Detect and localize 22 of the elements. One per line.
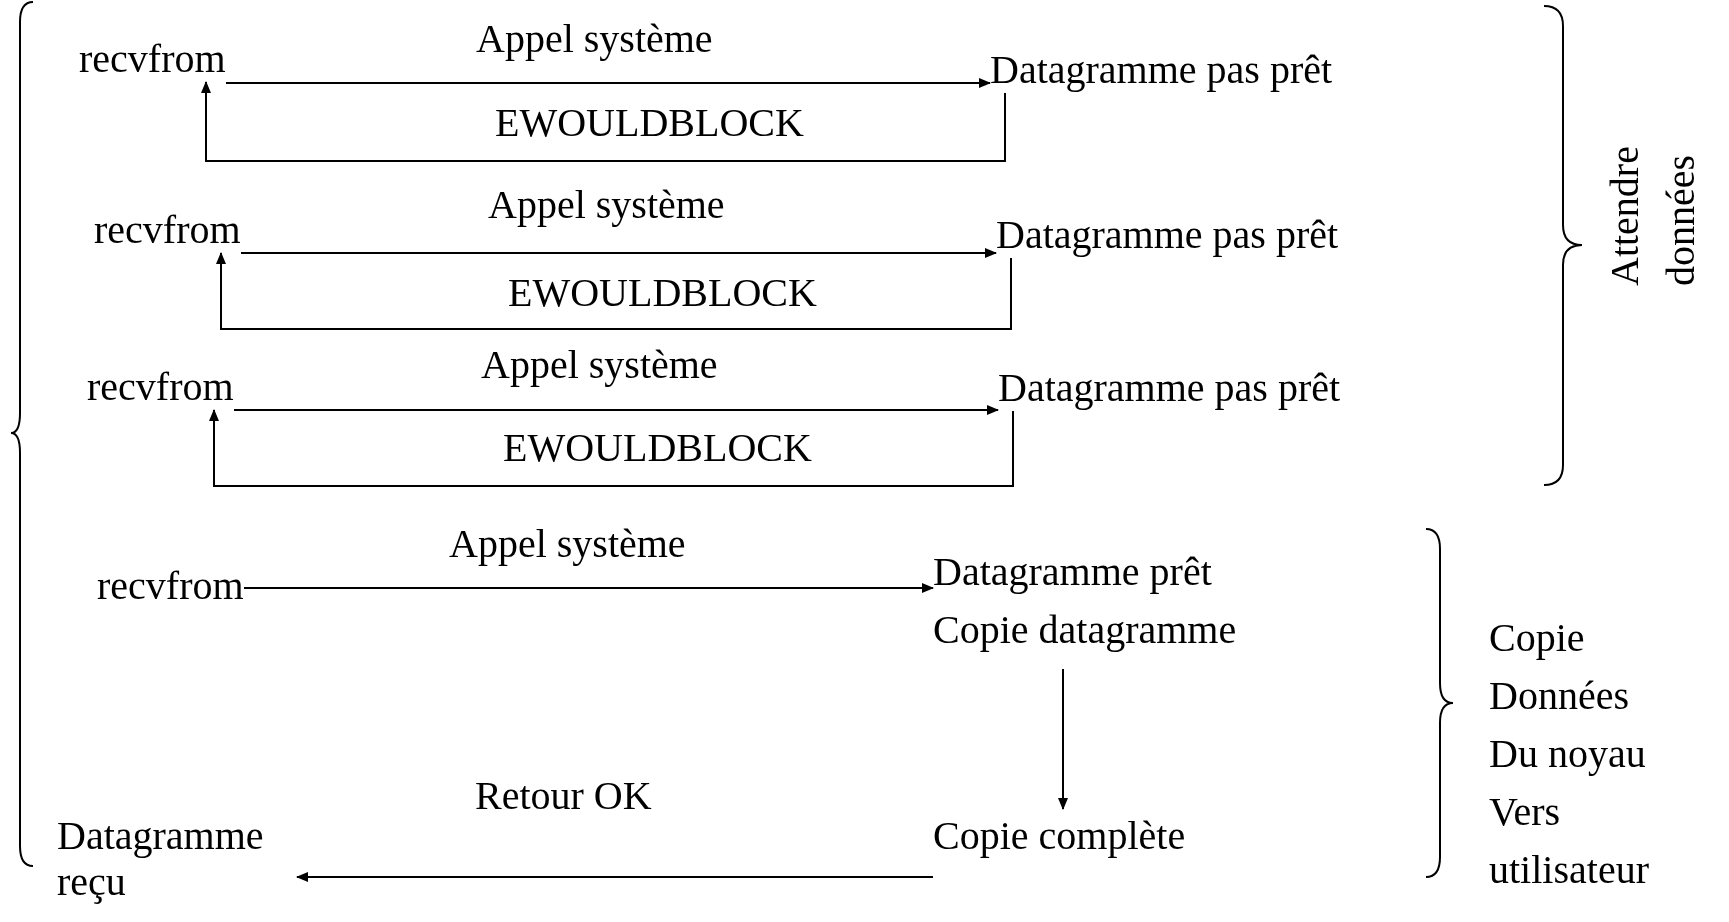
node-text: Datagramme reçu [57,813,297,905]
node-text: recvfrom [79,36,226,82]
node-text: recvfrom [97,563,244,609]
annotation-text: Attendre données [1601,145,1704,286]
arrow [225,78,991,88]
arrow [296,872,934,882]
annotation-text: Copie Données Du noyau Vers utilisateur [1489,614,1650,894]
arrow [1058,668,1068,810]
arrow [233,405,999,415]
node-text: Datagramme pas prêt [998,365,1341,411]
arrow [201,81,1006,162]
node-text: recvfrom [94,207,241,253]
node-text: Datagramme pas prêt [996,212,1339,258]
arrow [209,409,1014,487]
arrow [216,252,1012,330]
node-text: Datagramme pas prêt [990,47,1333,93]
node-text: Datagramme prêt [933,548,1213,596]
node-text: Copie complète [933,813,1186,859]
arrow [240,248,997,258]
node-text: Copie datagramme [933,606,1237,654]
node-text: recvfrom [87,364,234,410]
arrow [243,583,934,593]
